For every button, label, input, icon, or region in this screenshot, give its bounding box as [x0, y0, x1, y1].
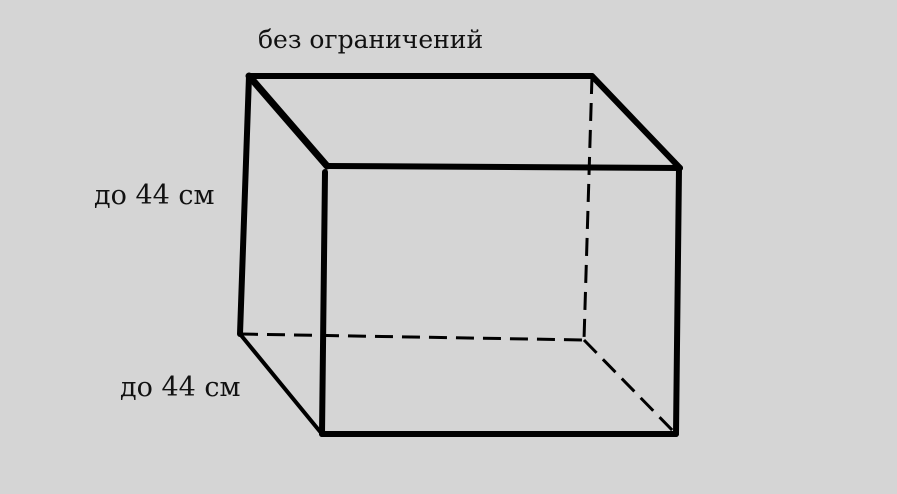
hidden-edge-bottom-right-depth [582, 338, 678, 436]
edge-front-top [324, 163, 683, 171]
label-width-unlimited: без ограничений [258, 25, 484, 54]
edge-front-right [673, 165, 682, 437]
edge-top-right-depth [589, 73, 683, 171]
edge-back-left-vertical [237, 73, 252, 337]
label-depth-limit: до 44 см [120, 372, 241, 403]
edge-front-left [319, 169, 328, 437]
hidden-edge-back-right-vertical [582, 75, 594, 341]
edge-bottom-left-depth [238, 332, 324, 436]
label-height-limit: до 44 см [94, 180, 215, 211]
edge-top-left-depth [245, 72, 331, 170]
hidden-edge-back-bottom [239, 332, 585, 342]
